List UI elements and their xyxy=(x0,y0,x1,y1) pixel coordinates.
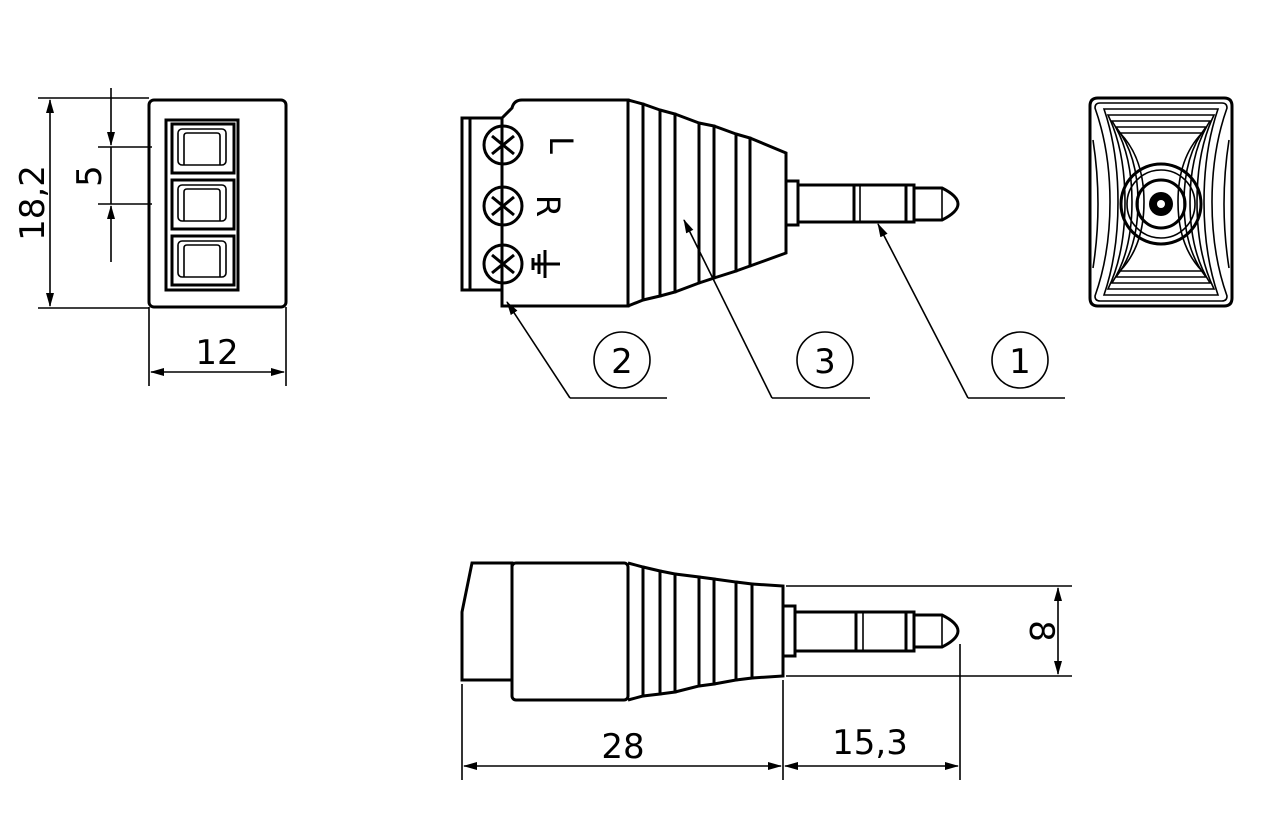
pitch-dimension: 5 xyxy=(70,88,152,262)
plug-end-view xyxy=(1088,96,1234,308)
plug-height-dimension: 8 xyxy=(786,585,1072,677)
callout-1-number: 1 xyxy=(1009,342,1031,382)
callout-terminal-block: 2 xyxy=(506,301,667,399)
terminal-slot xyxy=(170,234,236,287)
width-label: 12 xyxy=(195,333,238,373)
plug-height-label: 8 xyxy=(1021,620,1061,642)
height-label: 18,2 xyxy=(13,165,53,241)
width-dimension: 12 xyxy=(148,307,287,386)
callout-strain-relief: 3 xyxy=(683,219,870,399)
terminal-slot xyxy=(170,178,236,231)
pitch-label: 5 xyxy=(70,165,110,187)
length-dimension: 28 15,3 xyxy=(461,644,961,780)
terminal-end-view xyxy=(147,98,288,309)
side-view xyxy=(460,561,960,702)
top-view: L R xyxy=(460,98,960,308)
callout-3-number: 3 xyxy=(814,342,836,382)
callout-plug: 1 xyxy=(877,223,1065,399)
plug-length-label: 15,3 xyxy=(832,723,908,763)
terminal-label-right: R xyxy=(529,195,567,217)
terminal-slot xyxy=(170,122,236,175)
height-dimension: 18,2 xyxy=(13,97,149,309)
length-label: 28 xyxy=(601,727,644,767)
callout-2-number: 2 xyxy=(611,342,633,382)
terminal-label-left: L xyxy=(542,136,580,154)
ground-symbol xyxy=(531,250,560,278)
